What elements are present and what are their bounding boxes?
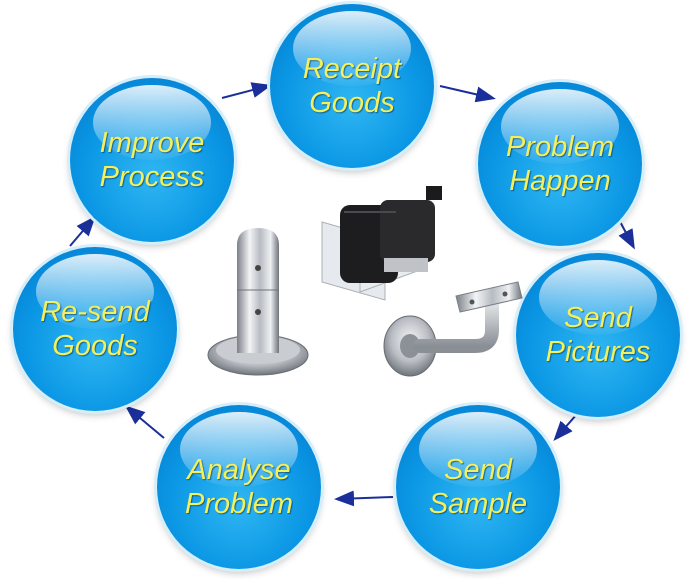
arrow-analyse-to-resend bbox=[124, 405, 165, 439]
step-label: Send Sample bbox=[396, 453, 560, 521]
step-label-line2: Problem bbox=[185, 488, 293, 520]
step-label-line1: Problem bbox=[506, 131, 614, 163]
glass-door-hinge-image bbox=[321, 186, 442, 301]
step-label: Problem Happen bbox=[478, 130, 642, 198]
arrow-receipt-to-problem bbox=[439, 85, 496, 103]
step-label-line1: Re-send bbox=[40, 296, 150, 328]
step-label-line2: Goods bbox=[52, 330, 138, 362]
step-label-line2: Sample bbox=[428, 488, 528, 520]
step-receipt-goods: Receipt Goods bbox=[270, 4, 434, 168]
step-label: Analyse Problem bbox=[157, 453, 321, 521]
step-label-line1: Receipt bbox=[302, 53, 402, 85]
handrail-bracket-image bbox=[383, 281, 523, 377]
glass-spigot-image bbox=[207, 228, 309, 376]
step-resend-goods: Re-send Goods bbox=[13, 247, 177, 411]
step-analyse-problem: Analyse Problem bbox=[157, 405, 321, 569]
step-label-line1: Improve bbox=[99, 127, 205, 159]
step-label-line2: Pictures bbox=[545, 336, 651, 368]
step-label: Improve Process bbox=[70, 126, 234, 194]
arrow-improve-to-receipt bbox=[221, 82, 272, 99]
step-label-line2: Happen bbox=[509, 165, 611, 197]
step-send-pictures: Send Pictures bbox=[516, 253, 680, 417]
step-label-line1: Send bbox=[564, 302, 632, 334]
step-improve-process: Improve Process bbox=[70, 78, 234, 242]
arrow-sample-to-analyse bbox=[334, 490, 394, 507]
step-label-line2: Process bbox=[99, 161, 205, 193]
arrow-resend-to-improve bbox=[69, 215, 96, 247]
step-label: Receipt Goods bbox=[270, 52, 434, 120]
step-label: Re-send Goods bbox=[13, 295, 177, 363]
step-label: Send Pictures bbox=[516, 301, 680, 369]
step-label-line1: Analyse bbox=[187, 454, 291, 486]
step-problem-happen: Problem Happen bbox=[478, 82, 642, 246]
step-label-line1: Send bbox=[444, 454, 512, 486]
step-label-line2: Goods bbox=[309, 87, 395, 119]
step-send-sample: Send Sample bbox=[396, 405, 560, 569]
